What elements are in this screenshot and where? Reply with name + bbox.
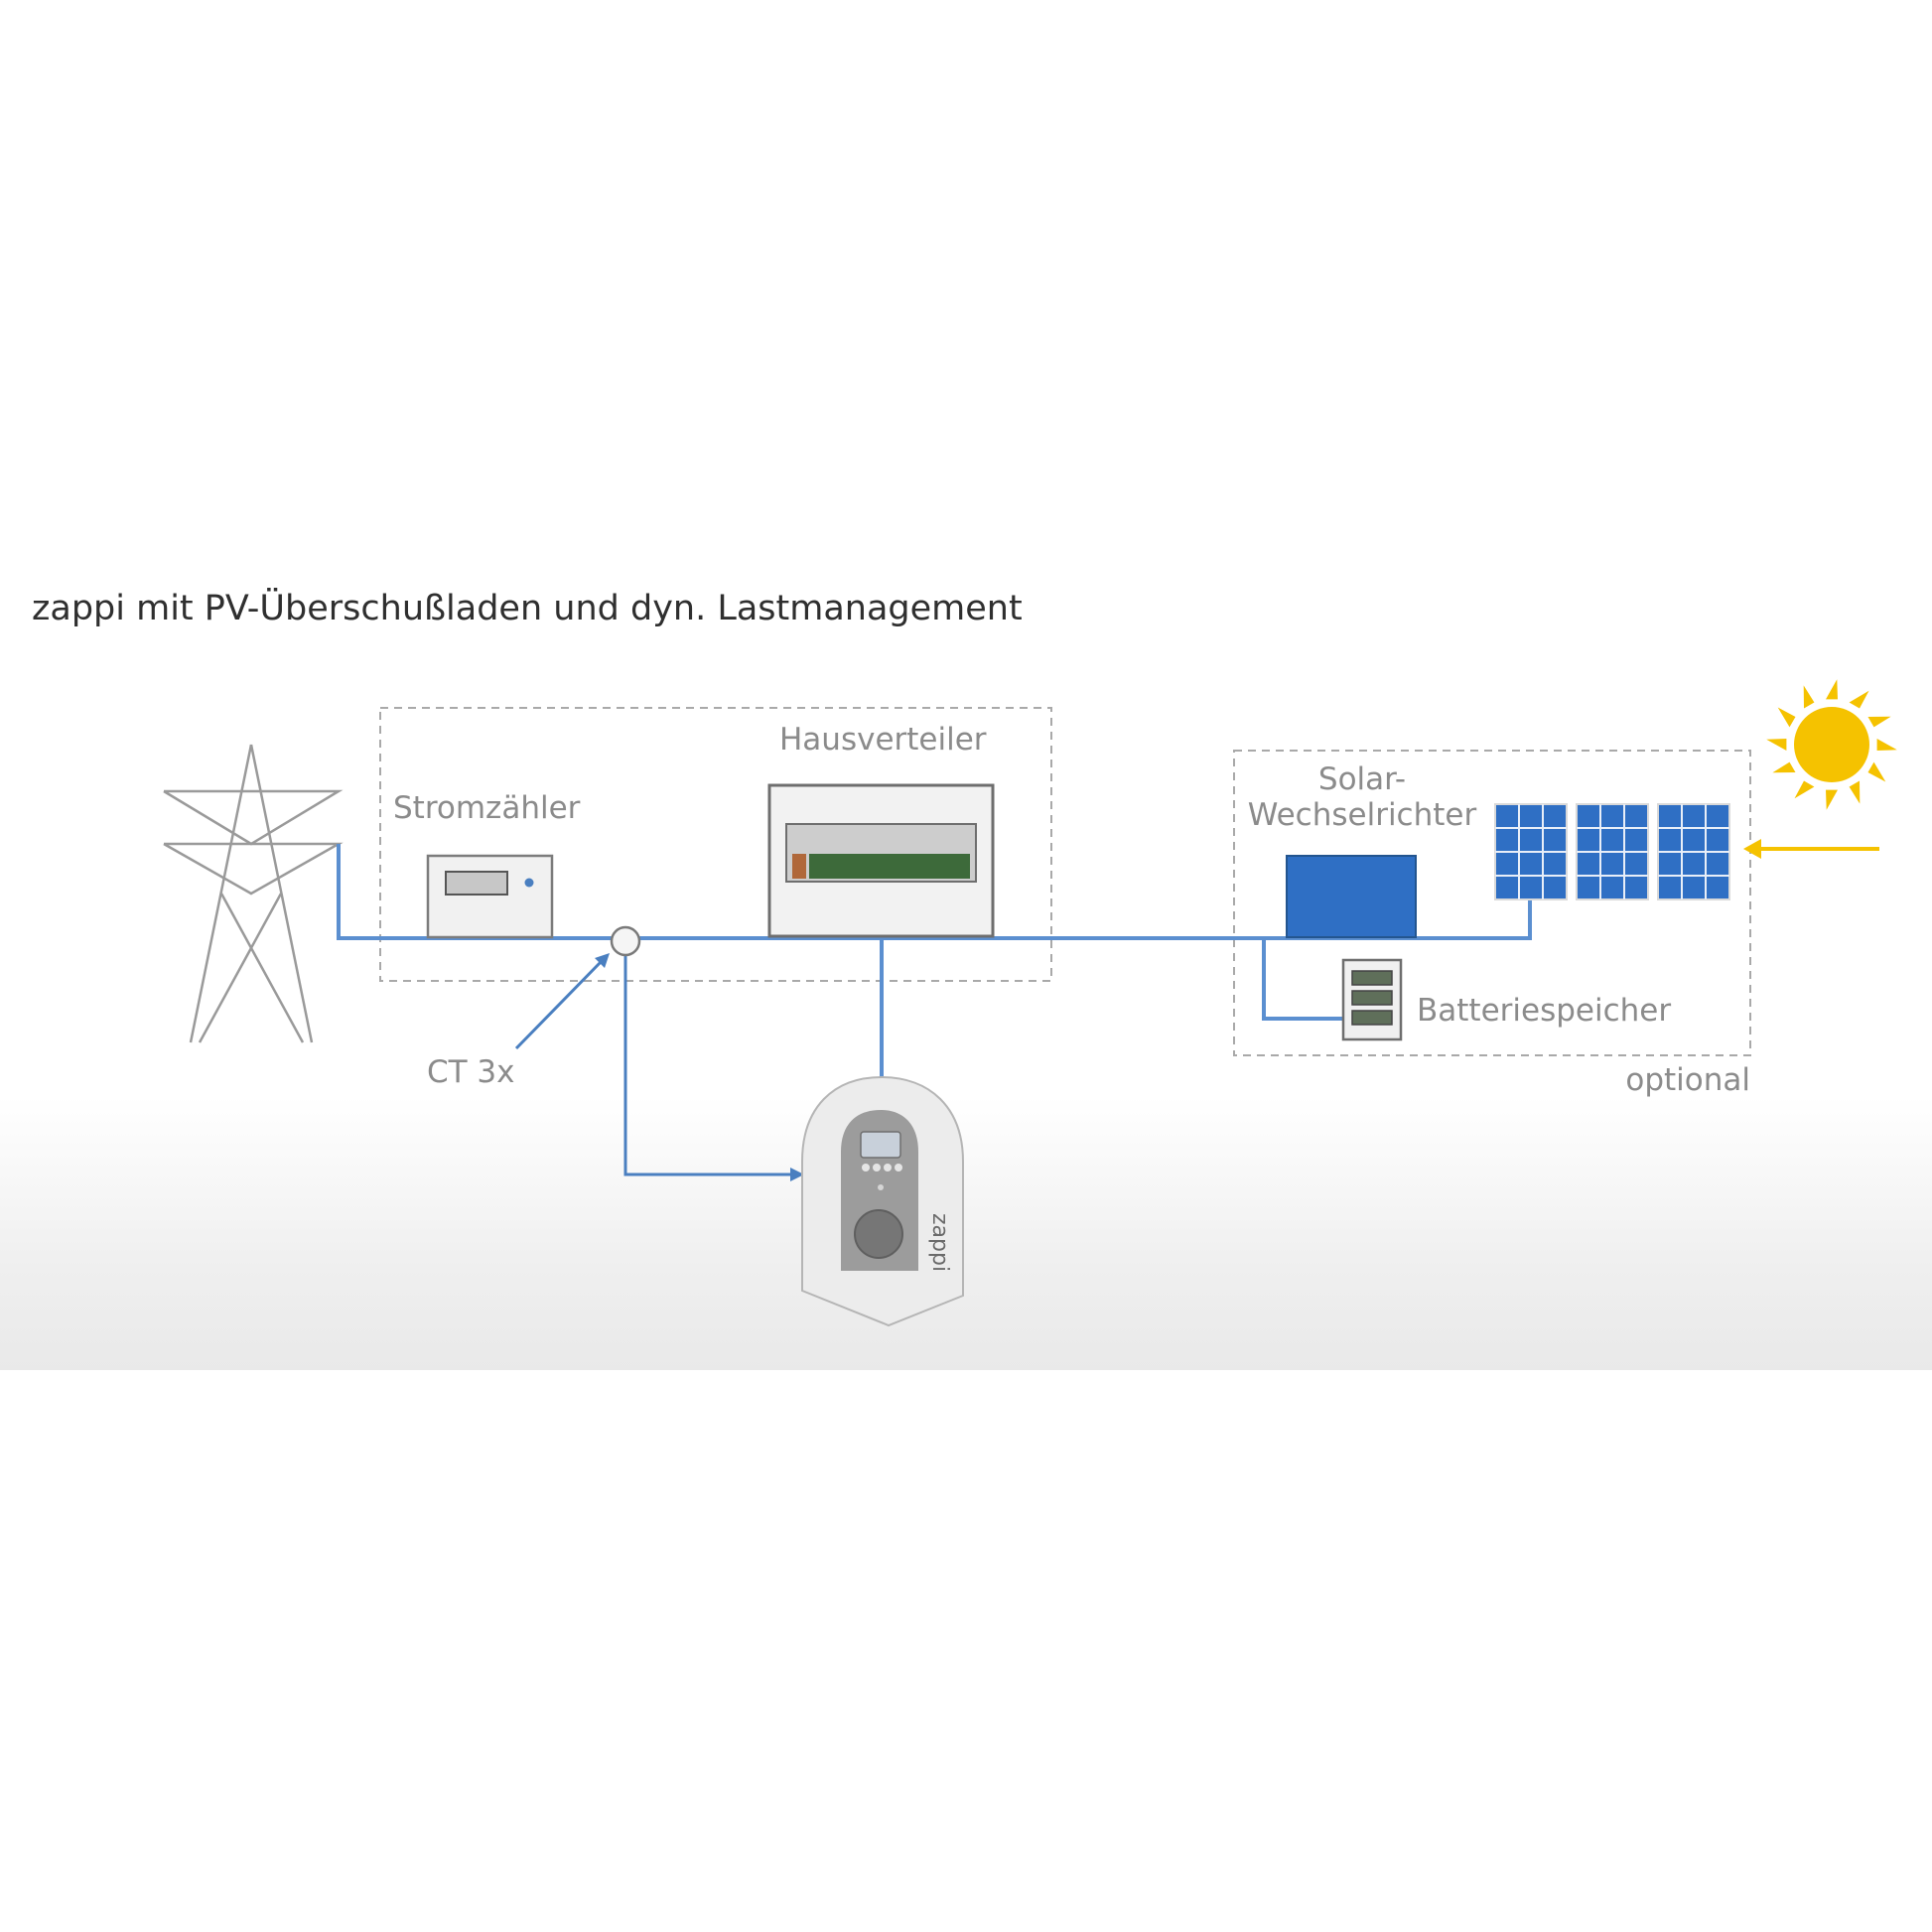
inverter-icon — [1286, 855, 1417, 938]
sun-ray — [1766, 739, 1787, 751]
house-connection-group — [379, 707, 1052, 982]
sun-ray — [1777, 707, 1796, 728]
solar-panel-icon — [1657, 803, 1730, 900]
stromzaehler-label: Stromzähler — [393, 790, 581, 826]
optional-label: optional — [1625, 1062, 1750, 1098]
solar-label-line1: Solar- — [1318, 761, 1406, 797]
sun-ray — [1826, 789, 1838, 810]
power-pylon-icon — [163, 744, 344, 1043]
sun-ray — [1803, 685, 1815, 709]
sun-ray — [1876, 739, 1897, 751]
ct-clamp-icon — [610, 925, 641, 957]
ct-pointer-arrow — [514, 953, 610, 1050]
solar-label-line2: Wechselrichter — [1248, 797, 1477, 833]
battery-storage-icon — [1341, 958, 1403, 1041]
sun-ray — [1794, 780, 1815, 799]
sun-ray — [1772, 761, 1796, 773]
background-band — [0, 516, 1932, 1370]
solar-panel-icon — [1494, 803, 1568, 900]
sunlight-arrow — [1743, 839, 1879, 859]
sun-ray — [1849, 690, 1869, 709]
ct-signal-line — [623, 951, 804, 1181]
power-lines — [337, 844, 1532, 1077]
batterie-label: Batteriespeicher — [1417, 993, 1671, 1029]
sun-ray — [1849, 780, 1861, 804]
solar-panel-icon — [1576, 803, 1649, 900]
hausverteiler-label: Hausverteiler — [779, 722, 987, 758]
electricity-meter-icon — [426, 854, 554, 939]
optional-solar-group — [1233, 750, 1751, 1056]
ct-label: CT 3x — [427, 1054, 515, 1090]
sun-icon — [1766, 679, 1897, 810]
distribution-board-icon — [767, 783, 995, 938]
diagram-title: zappi mit PV-Überschußladen und dyn. Las… — [32, 587, 1023, 628]
solar-panels-icon — [1494, 803, 1730, 900]
charger-brand-label: zappi — [927, 1213, 952, 1272]
sun-ray — [1826, 679, 1838, 700]
sun-ray — [1867, 761, 1886, 782]
zappi-charger-icon: zappi — [801, 1075, 964, 1327]
sun-ray — [1867, 716, 1891, 728]
